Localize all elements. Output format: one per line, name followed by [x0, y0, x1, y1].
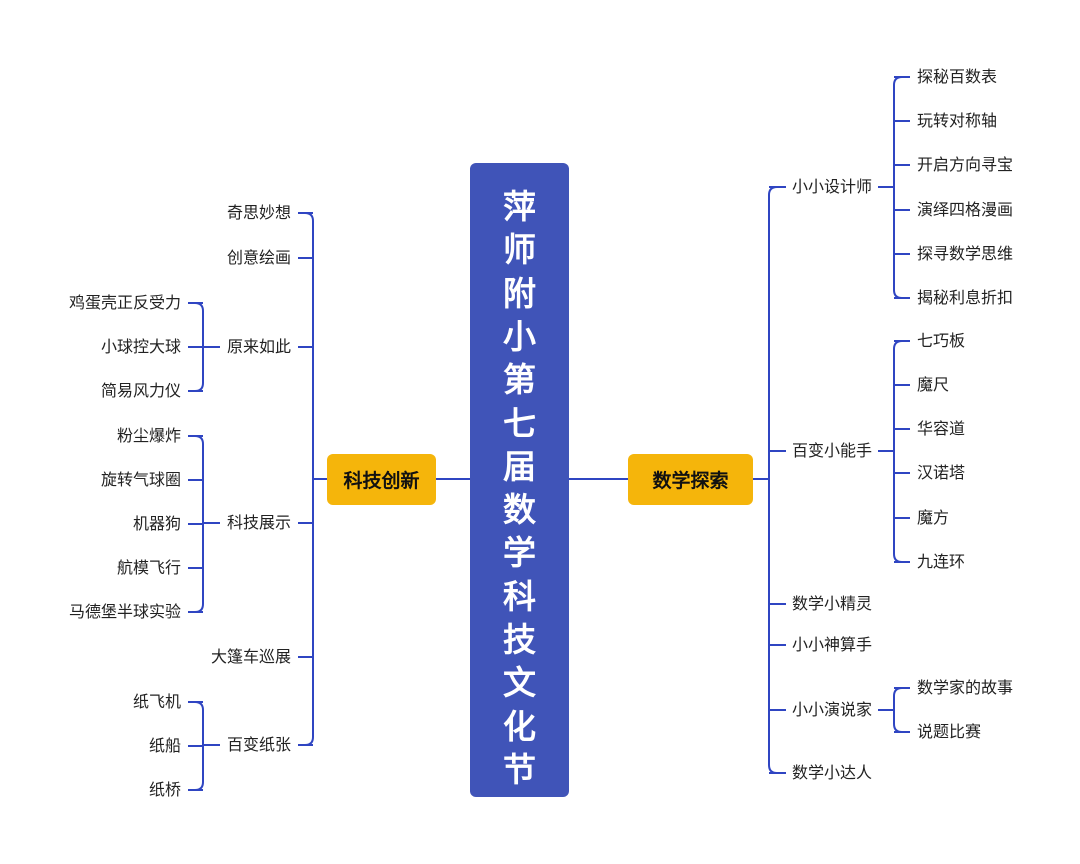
right-leaf-label: 说题比赛	[917, 722, 982, 741]
right-item-label: 百变小能手	[792, 441, 873, 460]
left-item-label: 百变纸张	[226, 735, 291, 754]
right-leaf-label: 探寻数学思维	[917, 244, 1014, 263]
center-title-char: 小	[503, 316, 536, 356]
left-leaf-label: 简易风力仪	[100, 381, 181, 400]
center-title-char: 附	[503, 273, 536, 313]
left-leaf-label: 旋转气球圈	[100, 470, 181, 489]
right-leaf-label: 数学家的故事	[917, 678, 1014, 697]
right-item-label: 数学小达人	[792, 763, 873, 782]
right-leaf-label: 九连环	[917, 552, 966, 571]
right-leaf-label: 开启方向寻宝	[917, 155, 1014, 174]
center-title-char: 师	[503, 230, 536, 270]
center-title-char: 科	[503, 576, 536, 616]
right-item-label: 小小设计师	[792, 177, 873, 196]
left-leaf-label: 鸡蛋壳正反受力	[68, 293, 181, 312]
left-leaf-label: 机器狗	[132, 514, 181, 533]
right-leaf-label: 七巧板	[917, 331, 966, 350]
connector	[893, 76, 903, 299]
center-title-char: 第	[503, 360, 536, 400]
center-title-char: 届	[503, 446, 536, 486]
left-leaf-label: 粉尘爆炸	[116, 426, 181, 445]
left-item-label: 大篷车巡展	[210, 647, 291, 666]
left-leaf-label: 纸飞机	[132, 692, 181, 711]
left-leaf-label: 纸船	[148, 736, 181, 755]
left-leaf-label: 马德堡半球实验	[68, 602, 181, 621]
left-item-label: 创意绘画	[226, 248, 291, 267]
right-leaf-label: 华容道	[917, 419, 966, 438]
right-leaf-label: 探秘百数表	[917, 67, 998, 86]
left-item-label: 原来如此	[226, 337, 291, 356]
center-title-char: 节	[503, 749, 536, 789]
center-title-char: 萍	[503, 187, 536, 226]
right-leaf-label: 玩转对称轴	[917, 111, 998, 130]
connector	[304, 212, 314, 746]
right-leaf-label: 汉诺塔	[917, 463, 966, 482]
left-item-label: 奇思妙想	[226, 203, 291, 222]
center-title-char: 七	[503, 403, 536, 443]
center-title-char: 学	[503, 533, 536, 573]
connector	[768, 186, 778, 774]
branch-right-label: 数学探索	[652, 470, 729, 492]
right-leaf-label: 揭秘利息折扣	[917, 288, 1014, 307]
right-item-label: 小小演说家	[792, 700, 873, 719]
center-title-box: 萍师附小第七届数学科技文化节	[470, 163, 569, 797]
right-item-label: 数学小精灵	[792, 594, 873, 613]
branch-right-math: 数学探索	[628, 454, 753, 505]
right-leaf-label: 演绎四格漫画	[917, 200, 1014, 219]
left-leaf-label: 航模飞行	[116, 558, 181, 577]
right-leaf-label: 魔尺	[917, 375, 950, 394]
connector	[893, 340, 903, 563]
center-title-char: 化	[503, 706, 536, 746]
branch-left-label: 科技创新	[343, 470, 420, 492]
center-title-char: 技	[503, 620, 536, 659]
right-leaf-label: 魔方	[917, 508, 950, 527]
right-item-label: 小小神算手	[792, 635, 873, 654]
center-title-char: 数	[503, 490, 536, 530]
branch-left-tech: 科技创新	[327, 454, 436, 505]
left-leaf-label: 小球控大球	[100, 337, 181, 356]
connector	[893, 687, 903, 733]
center-title-char: 文	[503, 663, 536, 703]
left-leaf-label: 纸桥	[148, 780, 181, 799]
left-item-label: 科技展示	[226, 513, 291, 532]
